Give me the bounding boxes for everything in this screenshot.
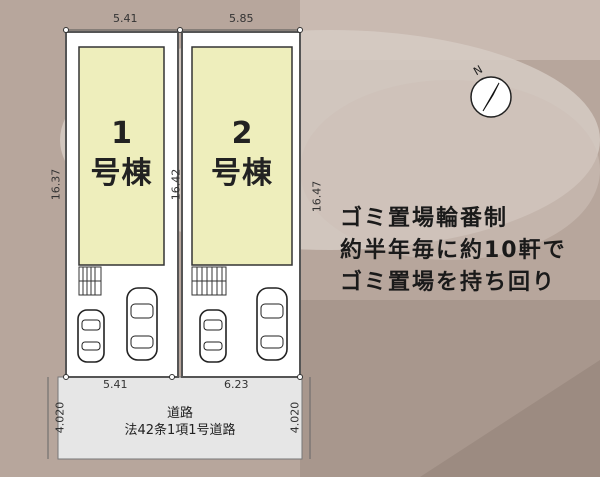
lot-1-steps	[78, 266, 102, 296]
lot-1-building-label: 号棟	[90, 156, 153, 191]
note-line-2: 約半年毎に約10軒で	[340, 238, 567, 263]
lot-2-building	[191, 46, 293, 266]
road-name: 道路	[166, 406, 193, 421]
lot-2-right-depth: 16.47	[310, 180, 324, 213]
lot-2-number: 2	[231, 116, 253, 151]
north-arrow-icon	[470, 76, 512, 118]
lot-1-building	[78, 46, 165, 266]
road-left-width: 4.020	[53, 401, 67, 434]
note-line-1: ゴミ置場輪番制	[340, 206, 509, 231]
car-icon	[126, 287, 158, 361]
road-area	[57, 376, 303, 460]
lot-2-bottom-width: 6.23	[224, 378, 249, 391]
lot-1-bottom-width: 5.41	[103, 378, 128, 391]
lot-1-right-depth: 16.42	[169, 168, 183, 201]
lot-1-top-width: 5.41	[113, 12, 138, 25]
road-right-width: 4.020	[288, 401, 302, 434]
lot-1-number: 1	[111, 116, 132, 151]
lot-2-building-label: 号棟	[211, 156, 273, 191]
lot-2-steps	[191, 266, 227, 296]
lot-2-top-width: 5.85	[229, 12, 254, 25]
car-icon	[77, 309, 105, 363]
car-icon	[199, 309, 227, 363]
note-line-3: ゴミ置場を持ち回り	[340, 270, 557, 295]
lot-1-left-depth: 16.37	[49, 168, 63, 201]
road-type: 法42条1項1号道路	[124, 423, 236, 438]
car-icon	[256, 287, 288, 361]
